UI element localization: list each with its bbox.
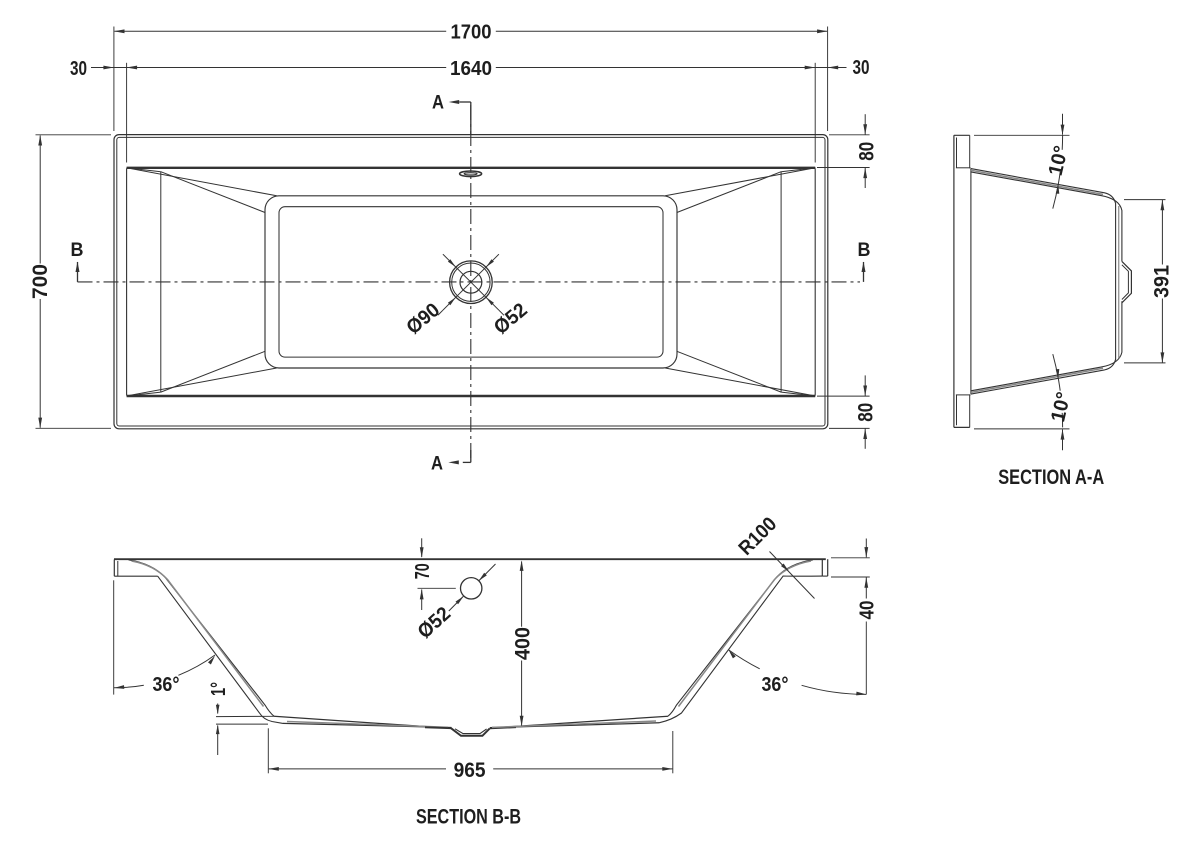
svg-text:1°: 1°	[208, 682, 230, 696]
svg-text:SECTION A-A: SECTION A-A	[998, 465, 1104, 489]
svg-text:1700: 1700	[451, 22, 492, 44]
svg-text:80: 80	[856, 142, 879, 161]
svg-text:700: 700	[29, 264, 52, 299]
svg-text:B: B	[858, 240, 871, 261]
svg-text:30: 30	[853, 57, 870, 79]
svg-text:965: 965	[454, 759, 486, 782]
svg-text:B: B	[71, 240, 84, 261]
svg-text:SECTION B-B: SECTION B-B	[416, 804, 521, 828]
svg-text:70: 70	[412, 563, 434, 579]
svg-text:36°: 36°	[762, 674, 789, 696]
svg-text:A: A	[431, 453, 443, 474]
svg-text:400: 400	[511, 627, 534, 660]
svg-text:A: A	[432, 92, 444, 113]
svg-text:1640: 1640	[450, 58, 492, 80]
svg-text:80: 80	[855, 403, 878, 422]
svg-text:40: 40	[857, 601, 879, 620]
svg-text:36°: 36°	[153, 674, 180, 696]
svg-text:30: 30	[70, 58, 87, 80]
svg-text:391: 391	[1151, 265, 1174, 298]
